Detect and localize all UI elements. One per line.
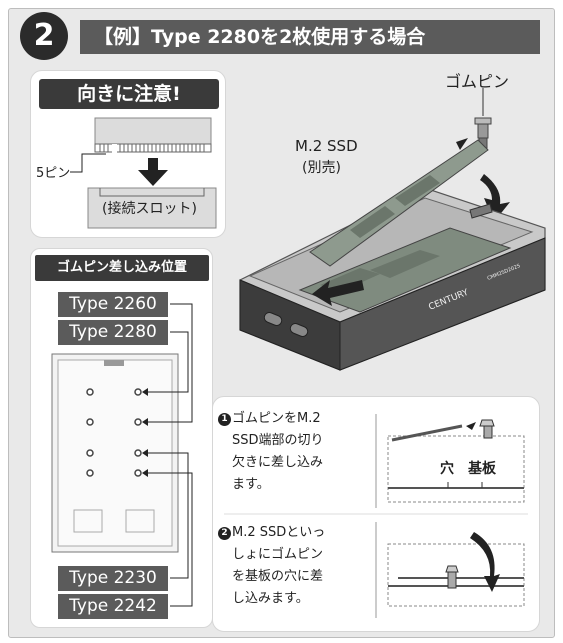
- type-2242-label: Type 2242: [58, 594, 168, 619]
- step2-number: 2: [218, 527, 231, 540]
- step1-line2: SSD端部の切り: [232, 433, 324, 448]
- step2-line4: し込みます。: [232, 591, 309, 606]
- ssd-name: M.2 SSD: [295, 137, 358, 155]
- step2-line3: を基板の穴に差: [232, 569, 324, 584]
- step1-line1: ゴムピンをM.2: [232, 411, 321, 426]
- step-title: 【例】Type 2280を2枚使用する場合: [80, 20, 540, 54]
- board-label: 基板: [468, 461, 496, 477]
- baseplate-diagram: [51, 303, 193, 607]
- connector-diagram: [70, 117, 217, 229]
- ssd-note: (別売): [302, 160, 341, 176]
- enclosure-illustration: CENTURY CMM2SD202S: [239, 88, 546, 371]
- rubber-pin-icon: [474, 88, 492, 149]
- step1-line3: 欠きに差し込み: [232, 455, 324, 470]
- pin-label: 5ピン: [36, 166, 71, 181]
- type-2260-label: Type 2260: [58, 292, 168, 317]
- step1-line4: ます。: [232, 477, 270, 492]
- orientation-heading: 向きに注意!: [39, 79, 219, 109]
- type-2280-label: Type 2280: [58, 320, 168, 345]
- step2-line1: M.2 SSDといっ: [232, 525, 326, 540]
- slot-label: (接続スロット): [102, 201, 197, 217]
- steps-divider: [224, 414, 528, 618]
- rubber-pin-label: ゴムピン: [445, 72, 510, 91]
- pin-positions-heading: ゴムピン差し込み位置: [35, 255, 209, 281]
- type-2230-label: Type 2230: [58, 566, 168, 591]
- step-number-badge: 2: [20, 12, 68, 60]
- hole-label: 穴: [440, 461, 454, 477]
- step2-line2: しょにゴムピン: [232, 547, 324, 562]
- step1-number: 1: [218, 413, 231, 426]
